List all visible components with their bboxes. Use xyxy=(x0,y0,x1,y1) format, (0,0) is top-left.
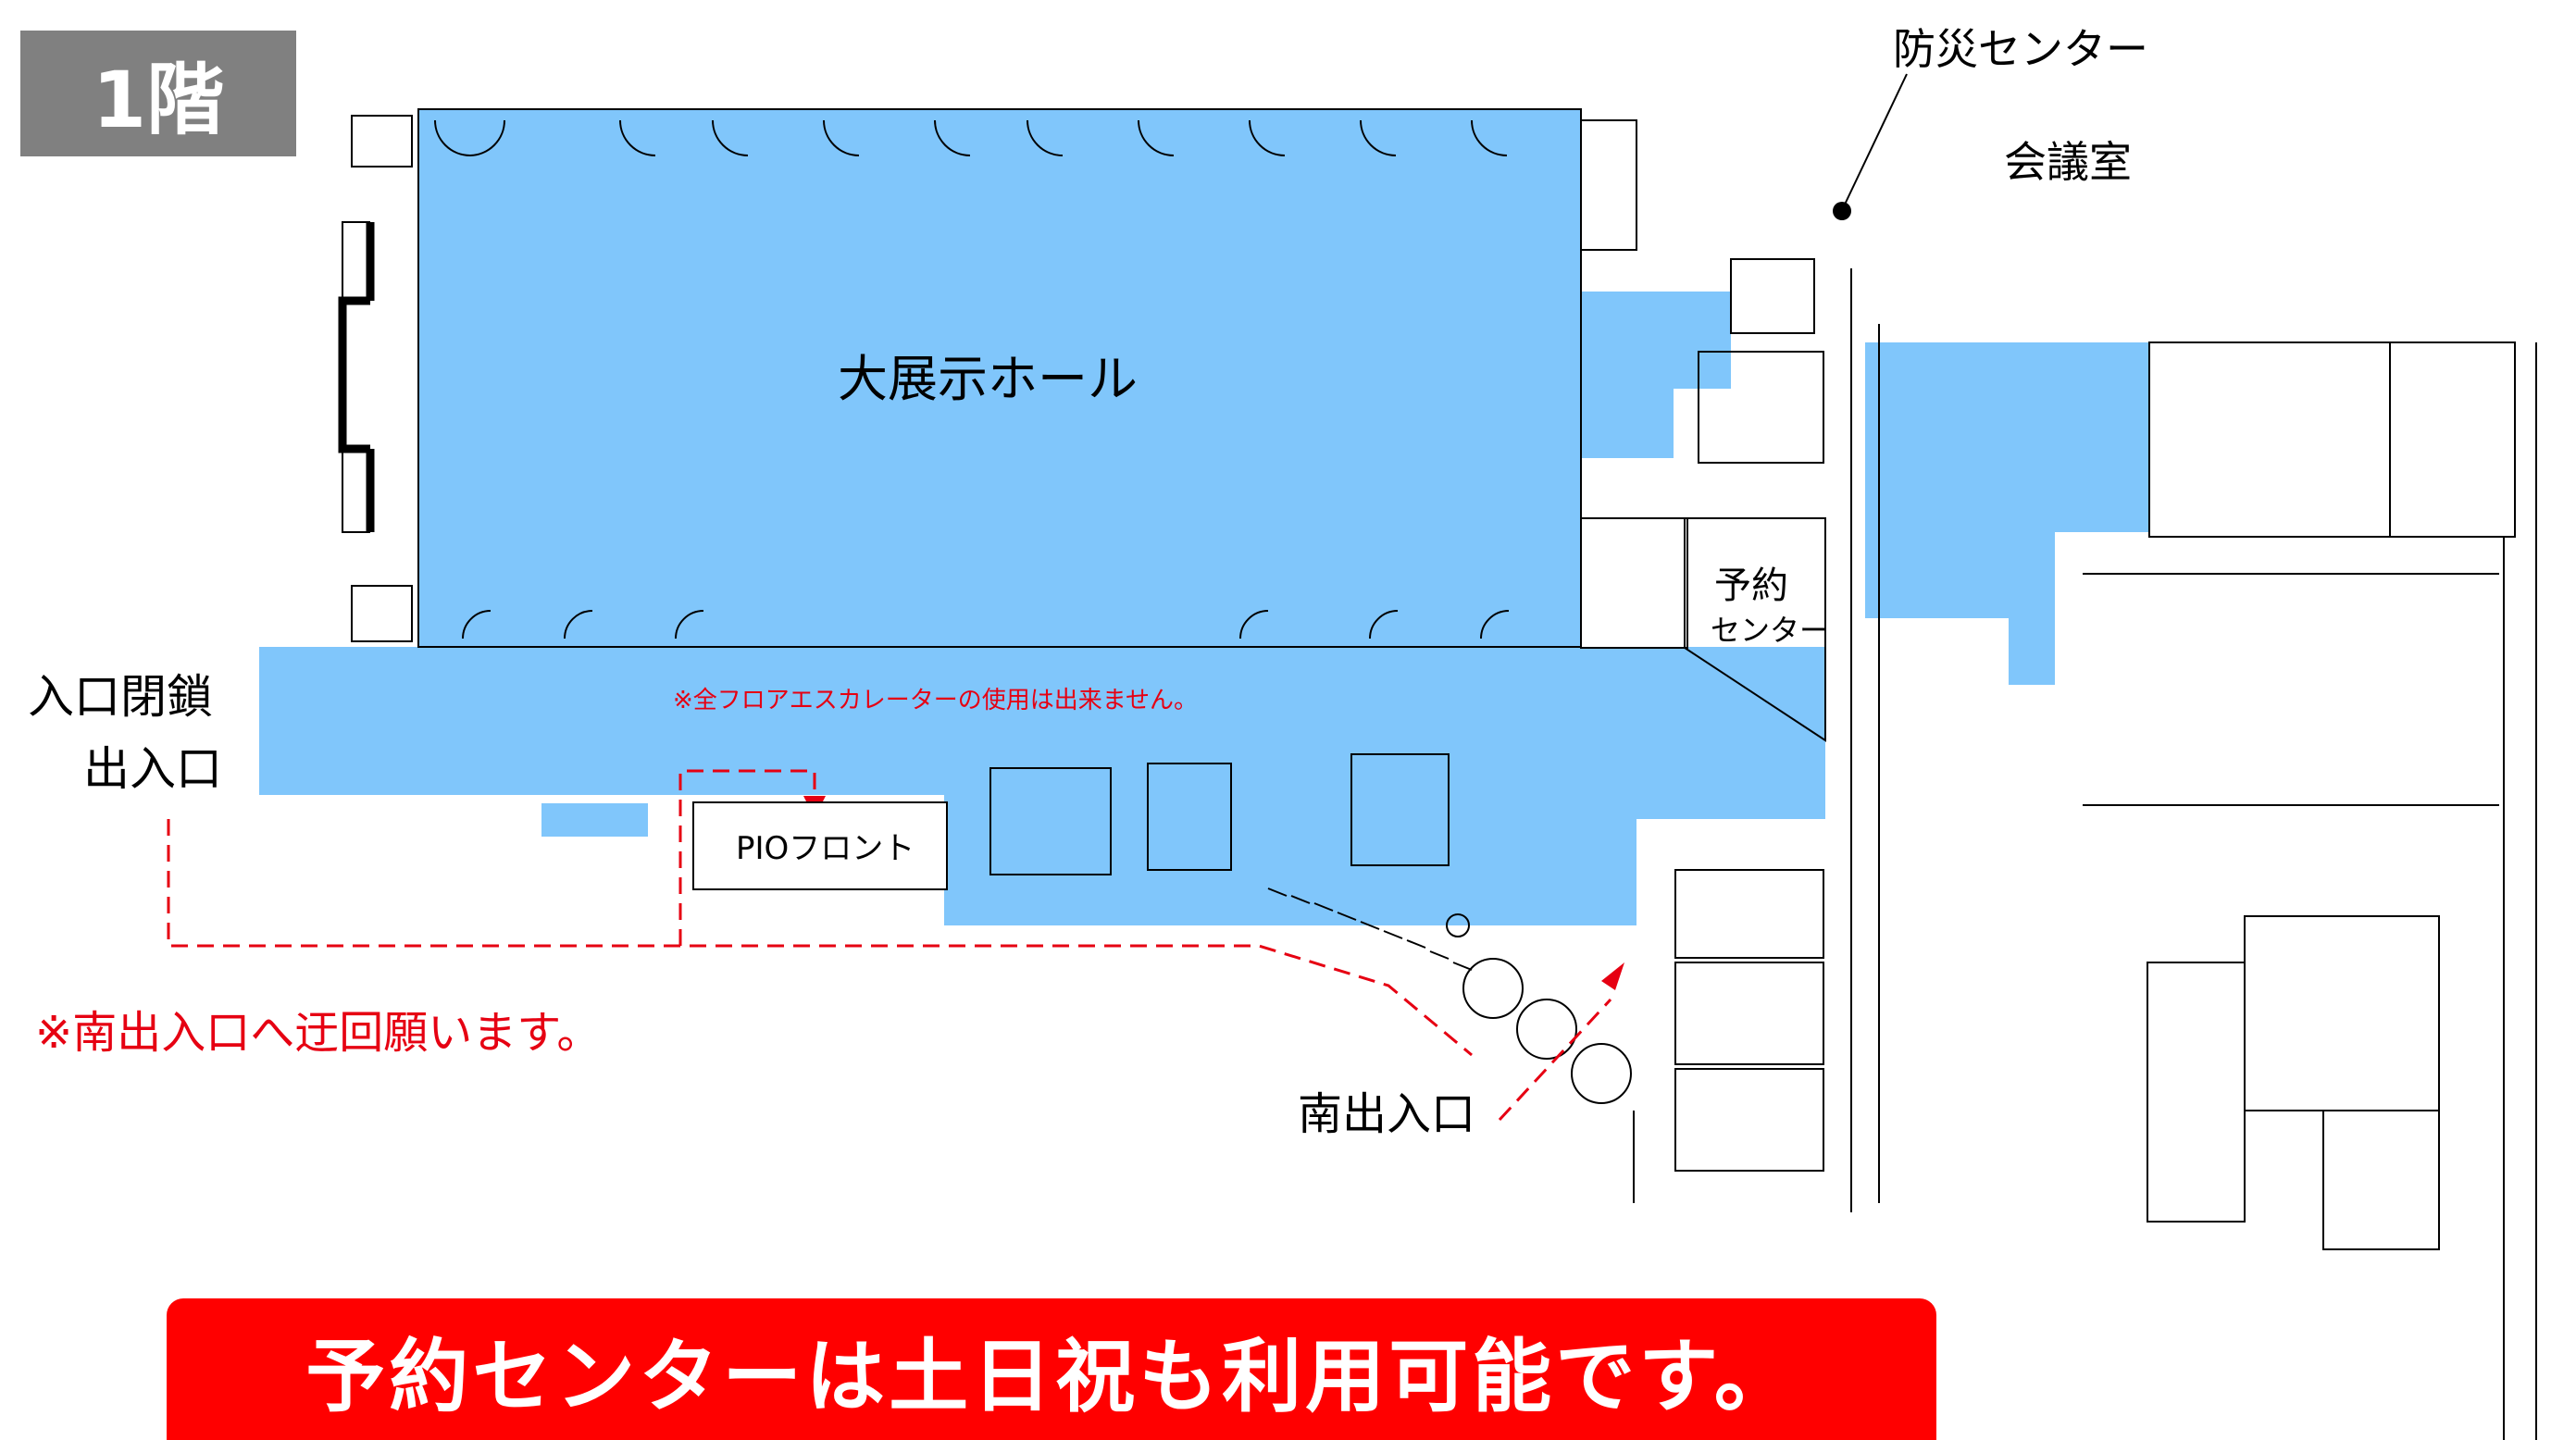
hall-thick-walls xyxy=(338,222,375,532)
main-hall-label: 大展示ホール xyxy=(838,350,1138,408)
detour-route xyxy=(167,769,1612,1122)
main-hall-area xyxy=(418,109,1581,647)
meeting-room-label: 会議室 xyxy=(2004,137,2132,187)
disaster-center-marker xyxy=(1833,73,1908,220)
reservation-center-label-line1: 予約 xyxy=(1714,565,1788,607)
entrance-doors xyxy=(1446,913,1632,1104)
closed-entrance-sub-label: 出入口 xyxy=(83,742,222,796)
south-stairs xyxy=(1267,888,1473,971)
small-room-area xyxy=(1581,352,1674,458)
pio-front-box xyxy=(692,801,948,890)
disaster-center-label: 防災センター xyxy=(1893,24,2148,74)
closed-entrance-label: 入口閉鎖 xyxy=(28,670,213,724)
south-lobby-area xyxy=(944,647,1825,925)
south-entrance-label: 南出入口 xyxy=(1298,1088,1476,1140)
escalator-notice: ※全フロアエスカレーターの使用は出来ません。 xyxy=(673,687,1199,714)
pio-front-label: PIOフロント xyxy=(736,830,915,867)
floor-badge: 1階 xyxy=(20,31,296,156)
east-building-walls xyxy=(989,119,2537,1440)
meeting-room-area xyxy=(1865,342,2149,685)
blue-areas xyxy=(259,109,2149,925)
corridor-strip xyxy=(541,803,648,837)
detour-notice: ※南出入口へ迂回願います。 xyxy=(35,1007,602,1059)
reservation-center-label-line2: センター xyxy=(1711,613,1830,648)
weekend-notice-banner: 予約センターは土日祝も利用可能です。 xyxy=(167,1298,1936,1440)
hall-walls xyxy=(342,108,1582,648)
